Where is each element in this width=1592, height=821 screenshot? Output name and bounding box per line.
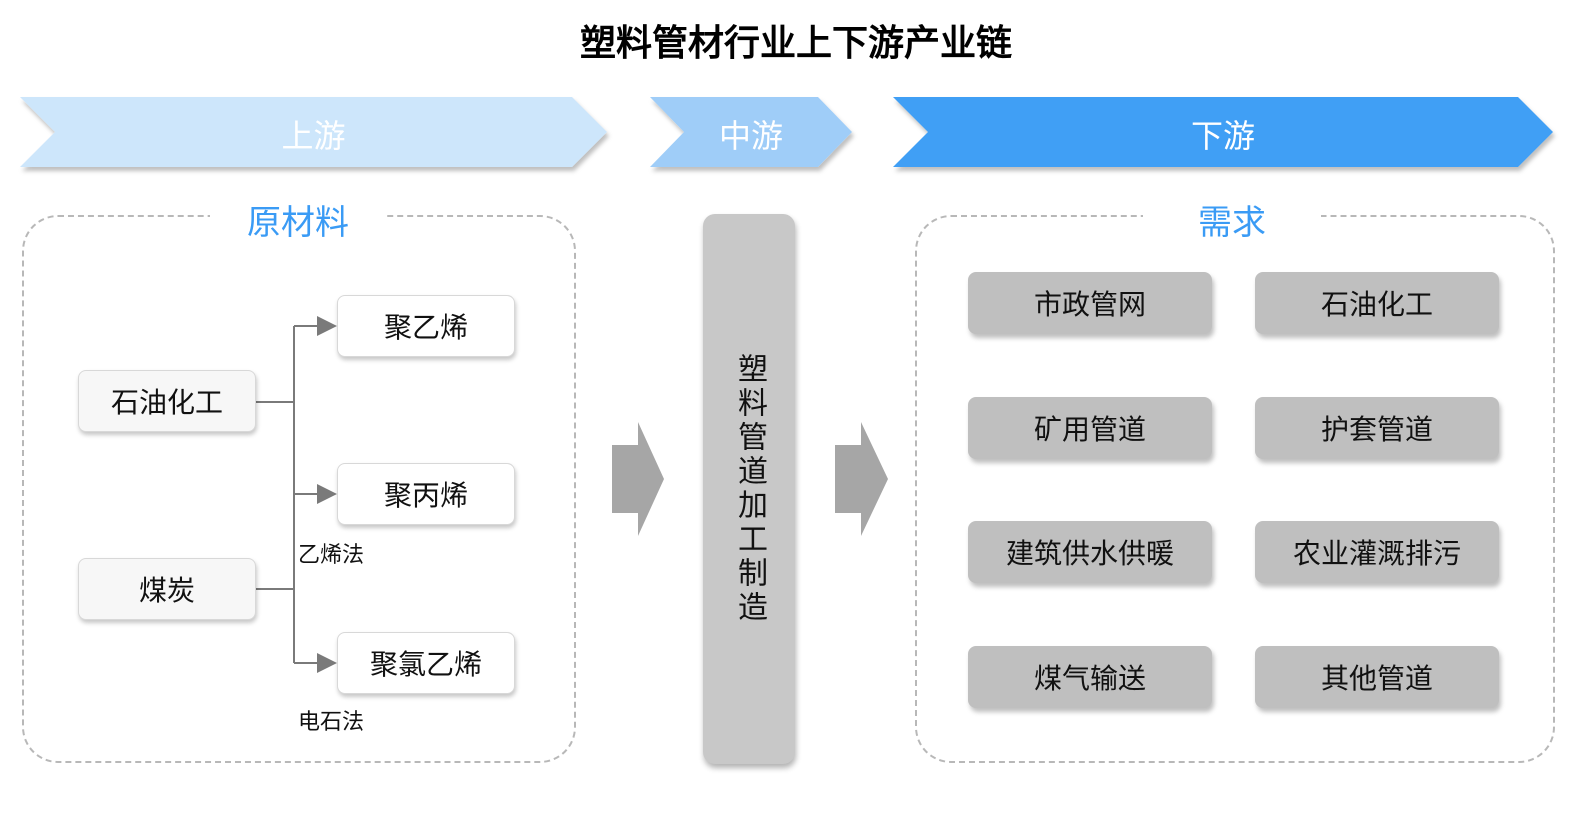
- demand-item: 其他管道: [1255, 646, 1499, 708]
- downstream-panel-heading: 需求: [1143, 195, 1321, 244]
- method-label-ethylene: 乙烯法: [298, 543, 365, 568]
- midstream-chevron: [650, 97, 852, 167]
- demand-item: 矿用管道: [968, 397, 1212, 459]
- connector-lines: [256, 316, 337, 673]
- demand-item: 市政管网: [968, 272, 1212, 334]
- method-label-carbide: 电石法: [298, 710, 365, 735]
- source-box-petrochemical: 石油化工: [78, 370, 256, 432]
- demand-item: 农业灌溉排污: [1255, 521, 1499, 583]
- demand-item: 护套管道: [1255, 397, 1499, 459]
- demand-item: 石油化工: [1255, 272, 1499, 334]
- stage-downstream-label: 下游: [1190, 117, 1255, 155]
- flow-arrow-icon: [612, 422, 664, 536]
- midstream-process-label: 塑料管道加工制造: [732, 353, 767, 625]
- product-box-polyethylene: 聚乙烯: [337, 295, 515, 357]
- product-box-pvc: 聚氯乙烯: [337, 632, 515, 694]
- page-title: 塑料管材行业上下游产业链: [579, 23, 1012, 64]
- product-box-polypropylene: 聚丙烯: [337, 463, 515, 525]
- upstream-chevron: [20, 97, 607, 167]
- downstream-chevron: [893, 97, 1553, 167]
- midstream-process-box: 塑料管道加工制造: [703, 214, 795, 764]
- demand-item: 建筑供水供暖: [968, 521, 1212, 583]
- source-box-coal: 煤炭: [78, 558, 256, 620]
- flow-arrow-icon: [835, 422, 888, 536]
- demand-item: 煤气输送: [968, 646, 1212, 708]
- stage-midstream-label: 中游: [718, 117, 783, 155]
- stage-upstream-label: 上游: [281, 117, 346, 155]
- upstream-panel-heading: 原材料: [210, 195, 386, 244]
